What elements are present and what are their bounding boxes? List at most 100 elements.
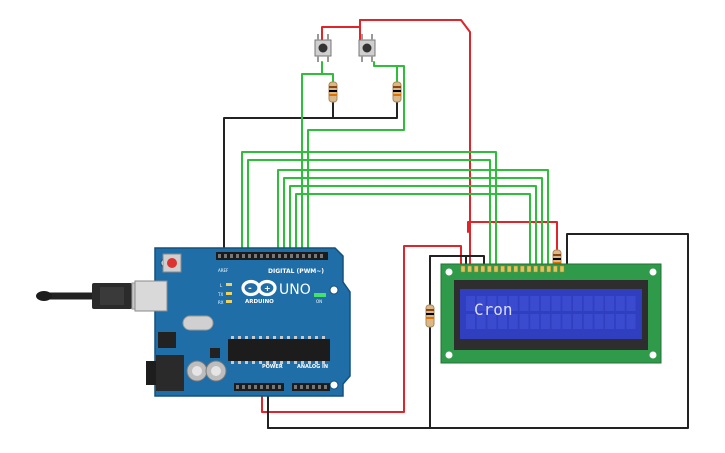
lcd-cell <box>605 296 615 311</box>
lcd-pin <box>467 265 472 273</box>
lcd-pin <box>526 265 532 273</box>
chip-leg <box>259 336 262 339</box>
green-wire-btn2[interactable] <box>307 61 405 255</box>
capacitor-1-top <box>192 366 202 376</box>
power-header <box>234 383 284 391</box>
digital-pin-holes <box>218 254 323 258</box>
resistor-2[interactable] <box>392 81 402 103</box>
chip-leg <box>315 336 318 339</box>
header-pin-hole <box>324 385 327 389</box>
red-wire-button-bus[interactable] <box>321 19 471 267</box>
lcd-pin <box>493 265 499 273</box>
green-wire-btn1-res[interactable] <box>321 73 334 83</box>
chip-leg <box>259 361 262 364</box>
green-wire-btn1[interactable] <box>301 61 323 255</box>
lcd-cell <box>562 314 572 329</box>
chip-leg <box>301 361 304 364</box>
black-wire-gnd-to-lcd[interactable] <box>267 233 689 429</box>
model-label: UNO <box>279 282 311 298</box>
green-wire-4[interactable] <box>283 177 543 267</box>
pushbutton-1-cap[interactable] <box>318 43 328 53</box>
chip-leg <box>238 361 241 364</box>
chip-leg <box>301 336 304 339</box>
reset-button[interactable] <box>167 258 177 268</box>
lcd-cell <box>573 314 582 329</box>
lcd-cell <box>498 296 508 311</box>
header-pin-hole <box>318 385 321 389</box>
header-pin-hole <box>284 254 287 258</box>
small-ic <box>210 348 220 358</box>
green-wire-6[interactable] <box>295 193 531 267</box>
black-wire-gnd-to-resistors[interactable] <box>223 101 334 255</box>
led-on <box>314 293 326 297</box>
lcd-pin <box>546 265 552 273</box>
lcd-pin <box>500 265 505 273</box>
lcd-pin <box>559 265 565 273</box>
red-wire-5v-to-lcd[interactable] <box>261 245 462 413</box>
board-leds: L TX RX ON <box>217 283 326 305</box>
green-wire-3[interactable] <box>277 169 549 267</box>
lcd-cell <box>626 314 636 329</box>
mount-hole-2 <box>329 285 339 295</box>
capacitor-2-top <box>211 366 221 376</box>
chip-leg <box>245 336 248 339</box>
pushbutton-2-cap[interactable] <box>362 43 372 53</box>
led-l <box>226 283 232 286</box>
chip-leg <box>231 336 234 339</box>
led-rx-label: RX <box>218 300 224 305</box>
header-pin-hole <box>290 254 293 258</box>
black-wire-lcd-rw[interactable] <box>429 255 485 267</box>
lcd-module[interactable]: Cron <box>440 263 662 364</box>
lcd-cell <box>615 296 625 311</box>
chip-leg <box>322 336 325 339</box>
resistor-3[interactable] <box>425 300 435 330</box>
resistor-1[interactable] <box>328 81 338 103</box>
chip-leg <box>287 336 290 339</box>
lcd-cell <box>583 296 593 311</box>
usb-cable-strain-relief <box>36 291 52 301</box>
lcd-cell <box>476 296 486 311</box>
pushbutton-2[interactable] <box>358 34 376 62</box>
wires <box>223 19 689 429</box>
lcd-mount-hole-3 <box>445 351 453 359</box>
lcd-cell <box>594 314 604 329</box>
red-wire-top-loop[interactable] <box>467 221 558 267</box>
header-pin-hole <box>254 385 257 389</box>
lcd-pin <box>480 265 486 273</box>
chip-leg <box>266 361 269 364</box>
header-pin-hole <box>296 254 299 258</box>
pushbutton-1[interactable] <box>314 34 332 62</box>
header-pin-hole <box>242 385 245 389</box>
power-jack-body <box>156 355 184 391</box>
chip-leg <box>308 336 311 339</box>
lcd-cell <box>487 314 497 329</box>
chip-legs <box>231 336 325 364</box>
lcd-cell <box>594 296 604 311</box>
lcd-cell <box>498 314 508 329</box>
lcd-pin <box>506 265 512 273</box>
green-wire-2[interactable] <box>247 159 491 267</box>
atmega-chip <box>228 339 330 361</box>
lcd-mount-hole-2 <box>649 268 657 276</box>
arduino-board[interactable]: AREF DIGITAL (PWM~) L TX RX ON - + ARDUI… <box>134 247 351 397</box>
header-pin-hole <box>236 385 239 389</box>
usb-b-port[interactable] <box>134 280 168 312</box>
header-pin-hole <box>224 254 227 258</box>
green-wire-1[interactable] <box>241 151 497 267</box>
lcd-cell <box>519 296 529 311</box>
header-pin-hole <box>254 254 257 258</box>
header-pin-hole <box>272 385 275 389</box>
header-pin-hole <box>248 385 251 389</box>
lcd-cell <box>605 314 615 329</box>
header-pin-hole <box>308 254 311 258</box>
header-pin-hole <box>306 385 309 389</box>
lcd-cell <box>487 296 497 311</box>
lcd-pin <box>533 265 538 273</box>
header-pin-hole <box>230 254 233 258</box>
brand-label: ARDUINO <box>245 299 274 305</box>
header-pin-hole <box>260 254 263 258</box>
arduino-infinity-logo <box>241 279 277 297</box>
chip-leg <box>280 361 283 364</box>
black-wire-resistor2-gnd[interactable] <box>332 101 398 119</box>
green-wire-5[interactable] <box>289 185 537 267</box>
